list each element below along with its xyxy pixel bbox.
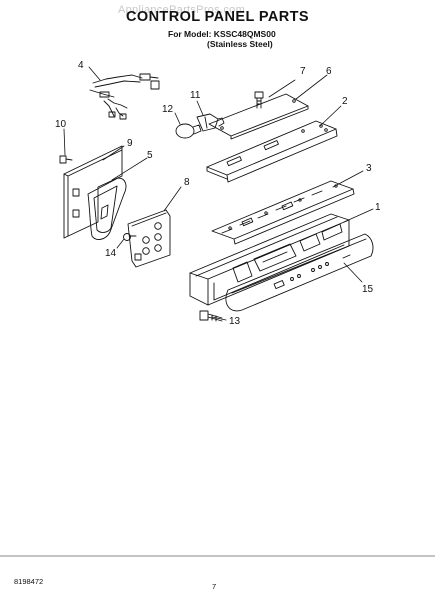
callout-14: 14 (105, 248, 117, 259)
model-line: For Model: KSSC48QMS00 (168, 29, 276, 39)
part-3-circuit-board (211, 180, 355, 245)
callout-9: 9 (127, 138, 133, 149)
part-5-knob-housing (87, 177, 127, 240)
part-8-switch-panel (127, 209, 171, 268)
callout-2: 2 (342, 96, 348, 107)
callout-13: 13 (229, 316, 241, 327)
callout-10: 10 (55, 119, 67, 130)
callout-12: 12 (162, 104, 174, 115)
part-2-bracket (206, 120, 338, 183)
part-1-console-housing (189, 213, 350, 306)
callout-3: 3 (366, 163, 372, 174)
callout-numbers: 7 6 2 3 1 15 13 11 12 4 10 9 5 8 14 (55, 60, 381, 327)
part-15-trim-panel (225, 233, 374, 312)
callout-7: 7 (300, 66, 306, 77)
part-13-screw (199, 310, 223, 322)
finish-line: (Stainless Steel) (207, 39, 273, 49)
diagram-title: CONTROL PANEL PARTS (126, 9, 309, 25)
callout-1: 1 (375, 202, 381, 213)
part-9-side-bracket (63, 145, 123, 239)
part-14-fastener (123, 233, 137, 241)
callout-15: 15 (362, 284, 374, 295)
page-number: 7 (212, 582, 217, 591)
part-11-lamp-socket (196, 113, 225, 132)
callout-4: 4 (78, 60, 84, 71)
part-7-screw (254, 91, 264, 109)
watermark: AppliancePartsPros.com (118, 4, 246, 16)
part-10-screw (59, 155, 73, 164)
callout-6: 6 (326, 66, 332, 77)
callout-5: 5 (147, 150, 153, 161)
part-4-wire-harness (89, 73, 160, 120)
doc-number: 8198472 (14, 577, 44, 586)
callout-8: 8 (184, 177, 190, 188)
leader-lines (63, 66, 374, 321)
part-12-bulb (175, 123, 202, 139)
part-6-plate (208, 93, 309, 140)
callout-11: 11 (190, 90, 201, 101)
